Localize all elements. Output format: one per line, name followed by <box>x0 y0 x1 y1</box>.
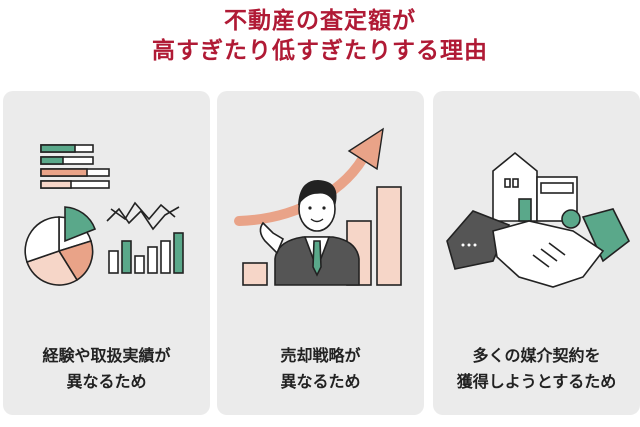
reason-card-experience: 経験や取扱実績が 異なるため <box>3 91 210 415</box>
sales-strategy-icon <box>234 127 402 286</box>
chart-analysis-icon <box>24 144 184 286</box>
handshake-contract-icon <box>446 151 631 288</box>
caption-line-2: 異なるため <box>280 372 361 391</box>
caption-line-2: 獲得しようとするため <box>456 372 617 391</box>
reason-card-strategy: 売却戦略が 異なるため <box>217 91 424 415</box>
caption-line-1: 売却戦略が <box>280 346 361 365</box>
reason-caption: 多くの媒介契約を 獲得しようとするため <box>433 343 640 395</box>
page-title: 不動産の査定額が 高すぎたり低すぎたりする理由 <box>0 6 640 66</box>
caption-line-1: 経験や取扱実績が <box>42 346 171 365</box>
reason-caption: 売却戦略が 異なるため <box>217 343 424 395</box>
caption-line-2: 異なるため <box>66 372 147 391</box>
reason-card-contract: 多くの媒介契約を 獲得しようとするため <box>433 91 640 415</box>
reason-caption: 経験や取扱実績が 異なるため <box>3 343 210 395</box>
caption-line-1: 多くの媒介契約を <box>472 346 601 365</box>
title-line-2: 高すぎたり低すぎたりする理由 <box>152 38 488 64</box>
title-line-1: 不動産の査定額が <box>224 8 416 34</box>
